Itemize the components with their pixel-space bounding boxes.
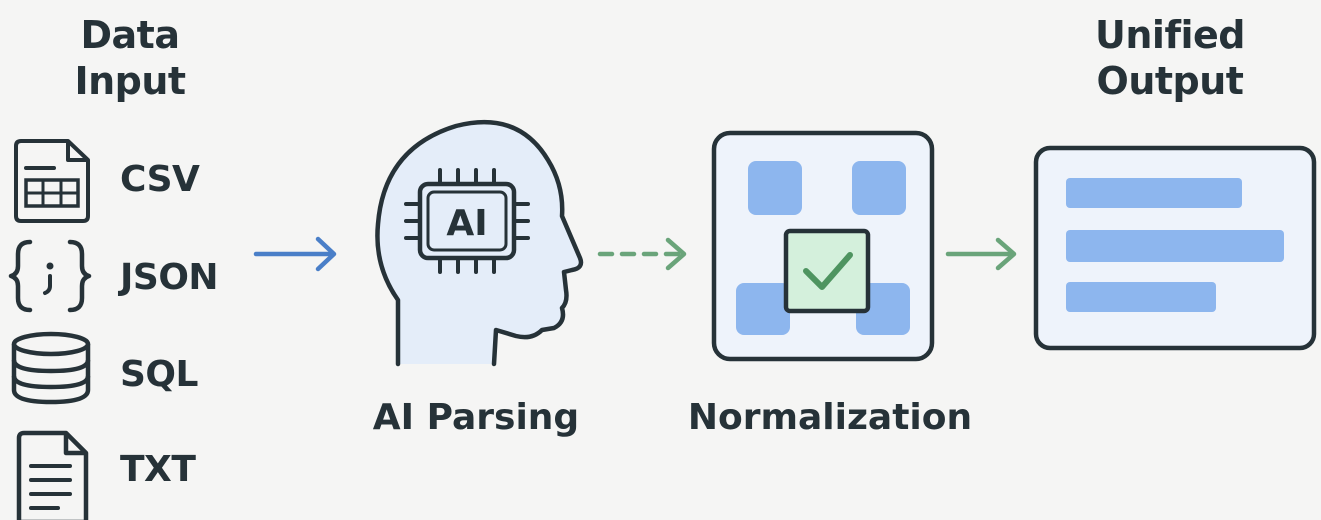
check-icon [783,228,871,314]
csv-file-icon [14,139,90,223]
data-input-heading-line2: Input [74,59,186,103]
normalization-label: Normalization [687,397,973,438]
unified-output-heading-line1: Unified [1095,13,1245,57]
format-label-sql: SQL [120,354,198,395]
ai-parsing-label: AI Parsing [372,397,580,438]
ai-chip-text: AI [446,203,487,244]
parsing-to-normalization-arrow [597,237,687,271]
normalization-panel-icon [711,130,935,362]
data-input-heading-line1: Data [80,13,181,57]
input-to-parsing-arrow [253,236,337,272]
json-braces-icon [8,239,92,313]
unified-output-document-icon [1033,145,1317,351]
database-icon [11,331,91,405]
data-input-heading: Data Input [40,12,220,104]
text-file-icon [16,430,89,520]
format-label-txt: TXT [120,449,196,490]
unified-output-heading-line2: Output [1096,59,1244,103]
format-label-json: JSON [120,257,219,298]
normalization-to-output-arrow [945,237,1017,271]
ai-head-icon: AI [375,119,584,367]
format-label-csv: CSV [120,159,200,200]
ai-chip-icon: AI [404,168,530,274]
unified-output-heading: Unified Output [1070,12,1270,104]
